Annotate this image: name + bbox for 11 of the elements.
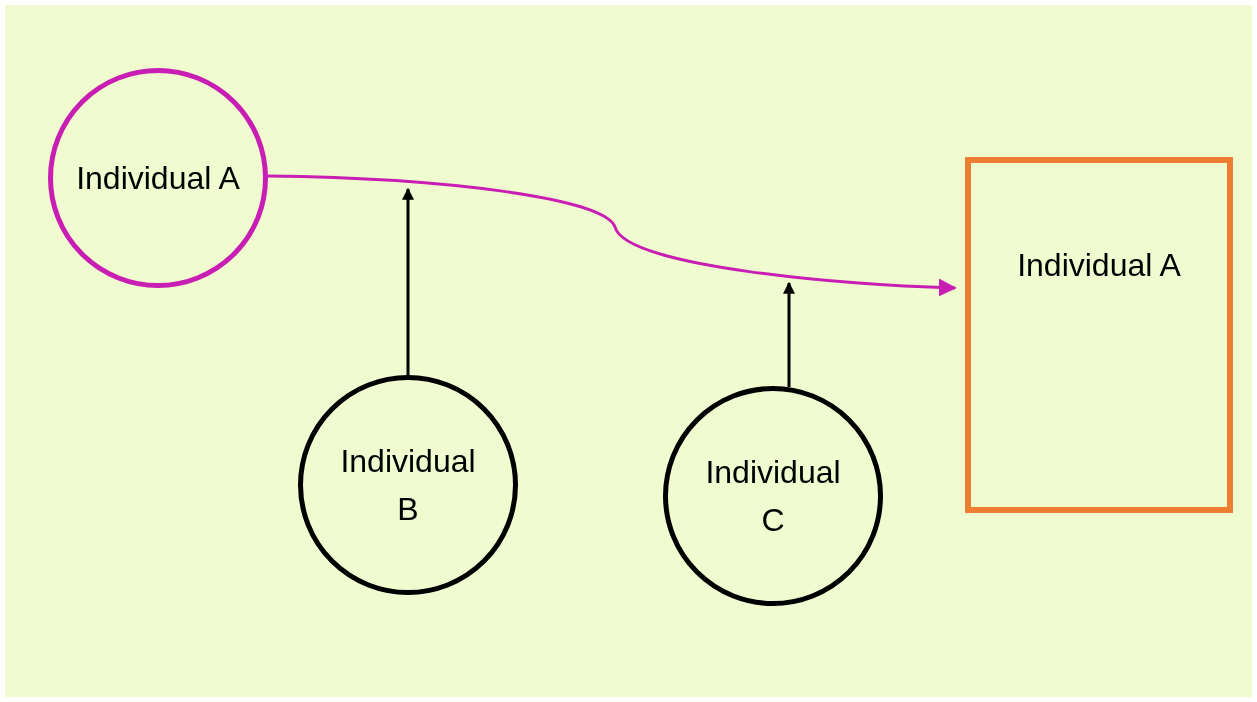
- arrow: [402, 187, 414, 375]
- node-label: Individual C: [704, 453, 842, 540]
- arrow: [783, 281, 795, 388]
- rectangle-node: [965, 157, 1233, 513]
- node-label: Individual A: [1016, 246, 1182, 285]
- node-label: Individual A: [75, 159, 241, 198]
- arrow: [267, 174, 957, 297]
- circle-node: [48, 68, 268, 288]
- node-label: Individual B: [339, 442, 477, 529]
- circle-node: [298, 375, 518, 595]
- circle-node: [663, 386, 883, 606]
